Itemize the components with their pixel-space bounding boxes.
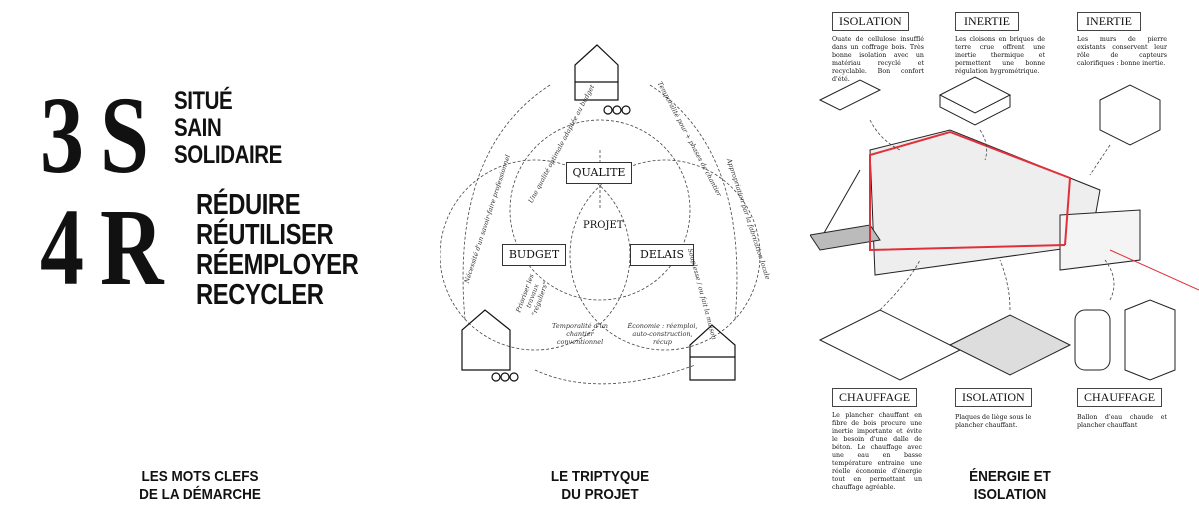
keyword: RÉUTILISER bbox=[196, 219, 334, 251]
caption-right: ÉNERGIE ET ISOLATION bbox=[920, 468, 1100, 504]
keywords-s: SITUÉ SAIN SOLIDAIRE bbox=[174, 88, 306, 169]
relation-label: Temporalité d'un chantier conventionnel bbox=[552, 322, 608, 346]
caption-line: ÉNERGIE ET bbox=[969, 468, 1051, 485]
card-text: Ballon d'eau chaude et plancher chauffan… bbox=[1077, 414, 1167, 429]
logo-4: 4 bbox=[40, 186, 84, 308]
dashed-circle bbox=[509, 119, 691, 301]
keyword: SAIN bbox=[174, 114, 222, 142]
caption-line: ISOLATION bbox=[973, 486, 1047, 503]
building-illustration bbox=[810, 76, 1199, 381]
card-title: INERTIE bbox=[1077, 12, 1141, 31]
card-title: INERTIE bbox=[955, 12, 1019, 31]
logo-r: R bbox=[100, 186, 164, 308]
cork-panel-icon bbox=[948, 314, 1072, 376]
node-delais: DELAIS bbox=[630, 244, 694, 266]
node-budget: BUDGET bbox=[502, 244, 566, 266]
logo-3: 3 bbox=[40, 74, 84, 196]
keyword: RECYCLER bbox=[196, 279, 324, 311]
boiler-icon bbox=[1124, 299, 1176, 381]
node-projet: PROJET bbox=[583, 220, 624, 231]
house-right-icon bbox=[689, 324, 736, 381]
logo-s: S bbox=[100, 74, 149, 196]
house-icons bbox=[461, 44, 736, 382]
caption-left: LES MOTS CLEFS DE LA DÉMARCHE bbox=[110, 468, 290, 504]
caption-line: LE TRIPTYQUE bbox=[550, 468, 650, 485]
house-left-icon bbox=[461, 309, 511, 371]
card-title: ISOLATION bbox=[955, 388, 1032, 407]
insulation-box-icon bbox=[818, 79, 882, 111]
keyword: RÉEMPLOYER bbox=[196, 249, 359, 281]
caption-line: LES MOTS CLEFS bbox=[141, 468, 259, 485]
keyword: RÉDUIRE bbox=[196, 189, 301, 221]
card-text: Les cloisons en briques de terre crue of… bbox=[955, 36, 1045, 75]
dashed-circle bbox=[569, 159, 761, 351]
card-text: Plaques de liège sous le plancher chauff… bbox=[955, 414, 1032, 429]
arc bbox=[534, 364, 696, 385]
water-tank-icon bbox=[1074, 309, 1111, 371]
node-qualite: QUALITE bbox=[566, 162, 632, 184]
card-text: Ouate de cellulose insufflé dans un coff… bbox=[832, 36, 924, 83]
arc bbox=[649, 84, 738, 321]
keywords-r: RÉDUIRE RÉUTILISER RÉEMPLOYER RECYCLER bbox=[196, 190, 394, 310]
stone-blocks-icon bbox=[1099, 84, 1161, 146]
caption-line: DU PROJET bbox=[561, 486, 639, 503]
card-title: CHAUFFAGE bbox=[1077, 388, 1163, 407]
relation-label: Économie : réemploi, auto-construction, … bbox=[627, 322, 698, 346]
card-title: CHAUFFAGE bbox=[832, 388, 918, 407]
house-top-icon bbox=[574, 44, 619, 101]
keyword: SITUÉ bbox=[174, 87, 233, 115]
card-text: Les murs de pierre existants conservent … bbox=[1077, 36, 1167, 67]
brick-tray-icon bbox=[938, 76, 1012, 126]
card-title: ISOLATION bbox=[832, 12, 909, 31]
heated-floor-icon bbox=[818, 309, 962, 381]
card-text: Le plancher chauffant en fibre de bois p… bbox=[832, 412, 922, 491]
insulation-outline bbox=[869, 130, 1199, 291]
keyword: SOLIDAIRE bbox=[174, 141, 282, 169]
arc bbox=[462, 84, 551, 321]
caption-middle: LE TRIPTYQUE DU PROJET bbox=[510, 468, 690, 504]
caption-line: DE LA DÉMARCHE bbox=[139, 486, 261, 503]
